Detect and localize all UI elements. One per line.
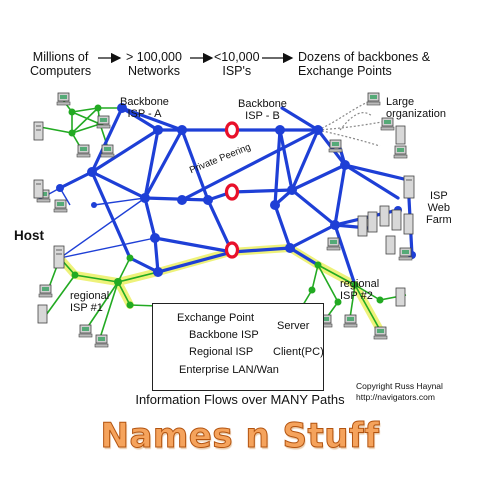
header-step-isps: <10,000 ISP's — [214, 50, 260, 78]
server-icon — [395, 125, 406, 145]
server-icon — [403, 175, 415, 199]
computer-icon — [94, 334, 109, 348]
legend-client: Client(PC) — [273, 346, 324, 358]
computer-icon — [373, 326, 388, 340]
exchange-points — [224, 121, 240, 259]
exchange-point-icon — [224, 183, 240, 201]
computer-icon — [366, 92, 381, 106]
server-icon — [395, 287, 406, 307]
computer-icon — [380, 117, 395, 131]
computer-icon — [78, 324, 93, 338]
computer-icon — [398, 247, 413, 261]
label-backbone-isp-a: Backbone ISP - A — [120, 96, 169, 120]
computer-icon — [38, 284, 53, 298]
server-icon — [33, 179, 44, 199]
server-icon — [53, 245, 65, 269]
enterprise-lan — [317, 99, 383, 147]
server-icon — [37, 304, 48, 324]
server-icon — [367, 211, 378, 233]
computer-icon — [76, 144, 91, 158]
legend-server: Server — [277, 320, 310, 332]
label-regional-isp-1: regional ISP #1 — [70, 290, 110, 314]
exchange-point-icon — [224, 121, 240, 139]
server-icon — [379, 205, 390, 227]
legend-exchange-point: Exchange Point — [177, 312, 255, 324]
header-step-backbones: Dozens of backbones & Exchange Points — [298, 50, 431, 78]
label-large-organization: Large organization — [386, 96, 446, 120]
legend: Exchange Point Backbone ISP Regional ISP… — [152, 303, 324, 391]
header-step-computers: Millions of Computers — [30, 50, 92, 78]
computer-icon — [100, 144, 115, 158]
computer-icon — [96, 115, 111, 129]
computer-icon — [56, 92, 71, 106]
computer-icon — [328, 139, 343, 153]
label-backbone-isp-b: Backbone ISP - B — [238, 98, 287, 122]
exchange-point-icon — [224, 241, 240, 259]
label-regional-isp-2: regional ISP #2 — [340, 278, 380, 302]
legend-backbone-isp: Backbone ISP — [189, 329, 259, 341]
backbone-routers — [56, 103, 416, 277]
computer-icon — [393, 145, 408, 159]
info-flows-caption: Information Flows over MANY Paths — [135, 392, 345, 407]
computer-icon — [343, 314, 358, 328]
brand-logo-text: Names n Stuff — [100, 416, 380, 457]
server-icon — [33, 121, 44, 141]
computer-icon — [53, 199, 68, 213]
server-icon — [391, 209, 402, 231]
computer-icon — [326, 237, 341, 251]
server-icon — [403, 213, 414, 235]
copyright-text: Copyright Russ Haynal http://navigators.… — [356, 381, 443, 402]
label-host: Host — [14, 228, 44, 243]
label-isp-web-farm: ISP Web Farm — [426, 190, 452, 226]
server-icon — [385, 235, 396, 255]
legend-regional-isp: Regional ISP — [189, 346, 254, 358]
legend-enterprise-lan: Enterprise LAN/Wan — [179, 364, 279, 376]
server-icon — [357, 215, 368, 237]
header-step-networks: > 100,000 Networks — [126, 50, 182, 78]
